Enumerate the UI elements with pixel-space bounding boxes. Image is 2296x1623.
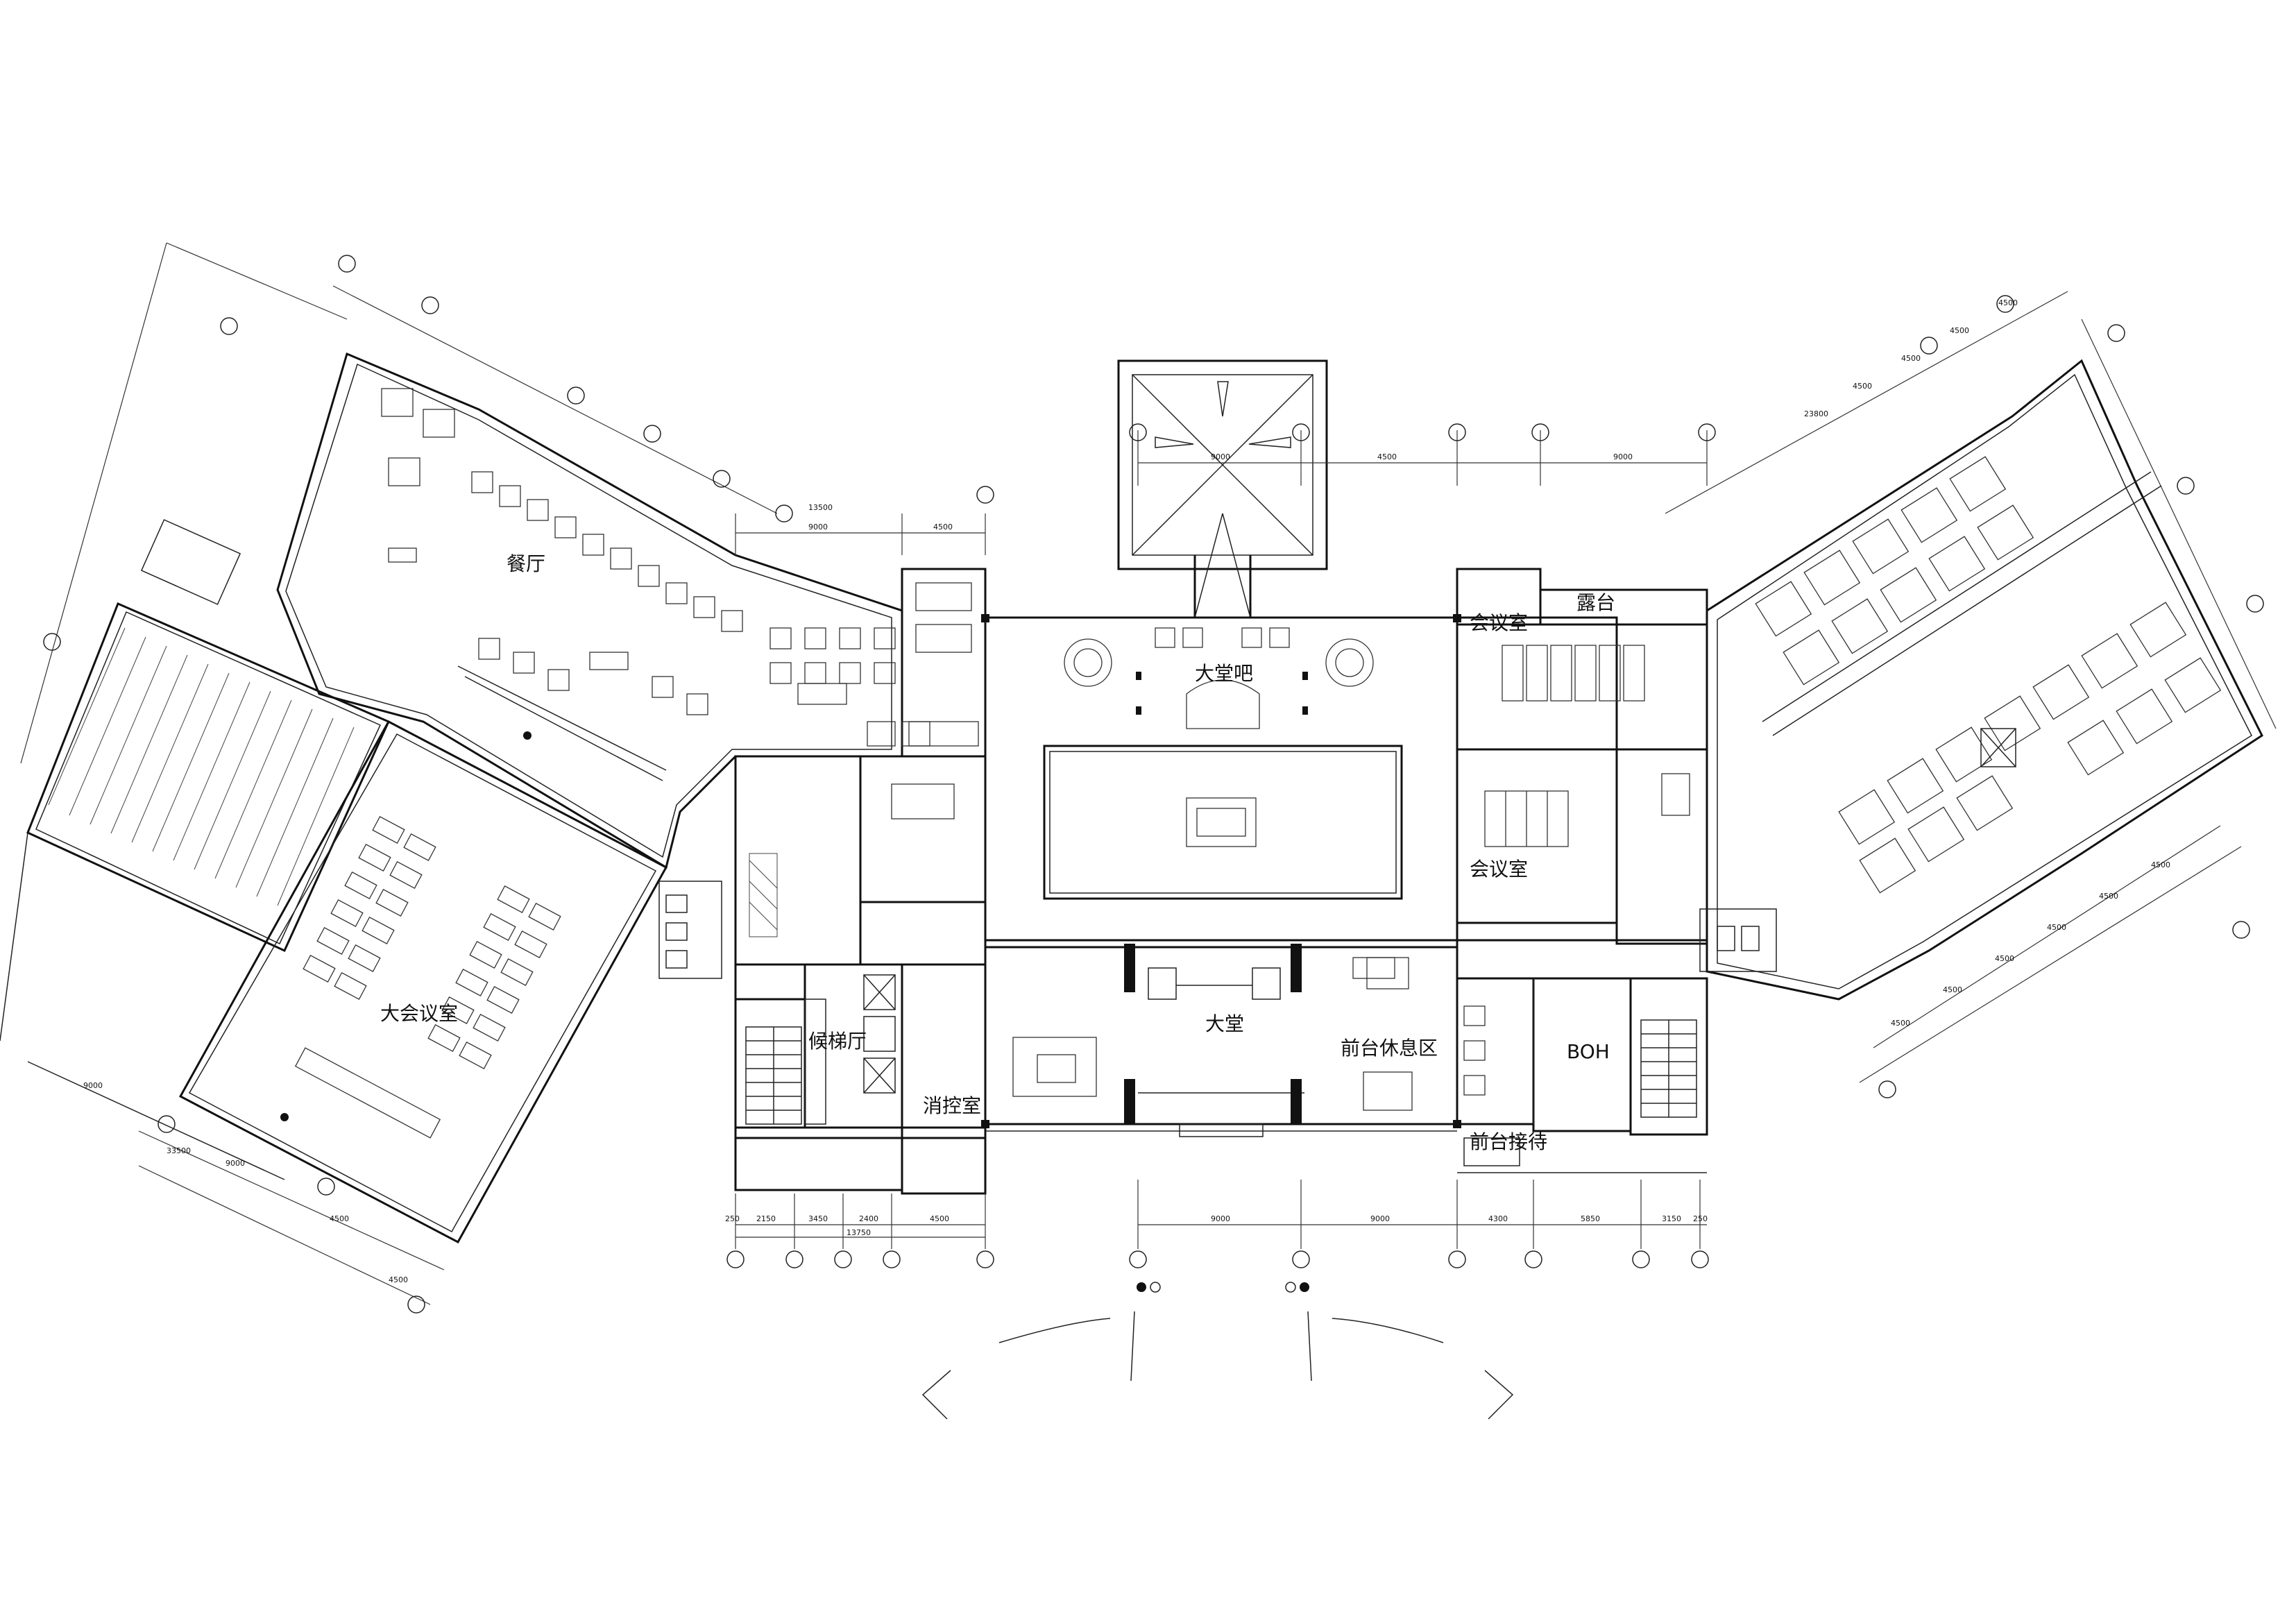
label-meeting-top: 会议室 [1470,611,1528,634]
label-front-lounge: 前台休息区 [1341,1037,1438,1060]
label-lobby-bar: 大堂吧 [1195,662,1253,685]
dim-rb-5: 4500 [2151,860,2170,869]
meeting-rooms [1456,568,1708,945]
label-elevator-hall: 候梯厅 [808,1030,867,1053]
dim-tl-0: 13500 [808,503,833,512]
dim-rt-1: 4500 [1853,382,1872,391]
dim-bl-3: 2400 [859,1214,878,1223]
dim-tl-1: 9000 [808,522,828,532]
dim-br-3: 5850 [1581,1214,1600,1223]
dim-bl-2: 3450 [808,1214,828,1223]
dim-tl-2: 4500 [933,522,953,532]
left-service-block [658,881,987,1195]
dim-rb-4: 4500 [2099,892,2118,901]
big-meeting-room [178,720,668,1244]
guest-room-wing [1699,359,2263,1001]
dim-bl-total: 13750 [847,1228,871,1237]
dim-bl-4: 4500 [930,1214,949,1223]
dim-bl-1: 2150 [756,1214,776,1223]
dim-rt-2: 4500 [1901,354,1921,363]
label-lobby: 大堂 [1205,1012,1244,1035]
dim-rt-0: 23800 [1804,409,1828,418]
dim-lb-1: 33500 [167,1146,191,1155]
dim-br-0: 9000 [1211,1214,1230,1223]
dimension-numbers: 250 2150 3450 2400 4500 13750 9000 9000 … [83,298,2170,1284]
auditorium-wing [0,519,390,1180]
dim-lb-3: 4500 [330,1214,349,1223]
dim-bl-0: 250 [725,1214,740,1223]
dim-rt-4: 4500 [1998,298,2018,307]
label-dining: 餐厅 [507,552,545,575]
label-meeting-mid: 会议室 [1470,858,1528,881]
label-boh: BOH [1567,1040,1610,1063]
left-center-block [734,568,987,1180]
dim-lb-4: 4500 [389,1275,408,1284]
dim-tc-2: 9000 [1613,452,1633,461]
dim-rb-3: 4500 [2047,923,2066,932]
dim-rb-1: 4500 [1943,985,1962,994]
dim-rt-3: 4500 [1950,326,1969,335]
dim-lb-2: 9000 [226,1159,245,1168]
dim-br-1: 9000 [1370,1214,1390,1223]
label-fire-control: 消控室 [923,1094,981,1117]
dim-rb-2: 4500 [1995,954,2014,963]
dim-tc-0: 9000 [1211,452,1230,461]
room-labels: 餐厅 大堂吧 会议室 露台 会议室 大会议室 候梯厅 消控室 大堂 前台休息区 … [380,552,1615,1153]
dim-br-4: 3150 [1662,1214,1681,1223]
label-big-meeting: 大会议室 [380,1002,458,1025]
label-terrace: 露台 [1576,591,1615,614]
entrance-canopy [1117,359,1328,618]
dim-lb-0: 9000 [83,1081,103,1090]
dim-rb-0: 4500 [1891,1019,1910,1028]
dimension-lines [20,242,2277,1305]
axis-bubbles [43,255,2264,1314]
dim-tc-1: 4500 [1377,452,1397,461]
restaurant-wing [276,352,930,869]
front-desk-block [1352,957,1708,1173]
central-block [981,614,1461,1137]
dim-br-2: 4300 [1488,1214,1508,1223]
dim-br-5: 250 [1693,1214,1708,1223]
label-reception: 前台接待 [1470,1130,1547,1153]
driveway-arc [921,1311,1514,1420]
